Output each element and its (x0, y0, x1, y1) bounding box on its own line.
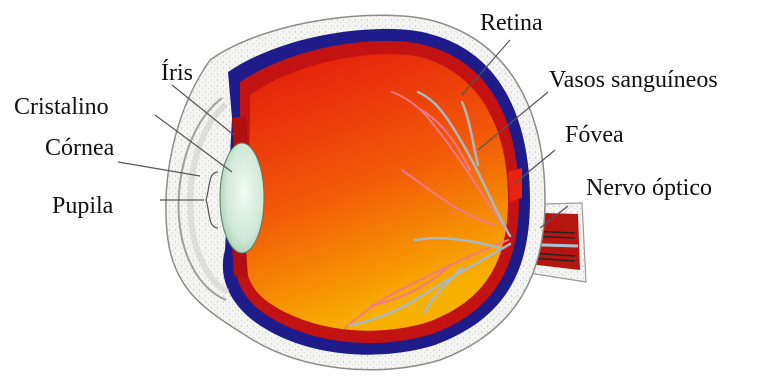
label-blood-vessels: Vasos sanguíneos (549, 67, 718, 93)
lens (220, 143, 264, 253)
label-optic-nerve: Nervo óptico (586, 175, 712, 201)
label-cornea: Córnea (45, 135, 115, 161)
label-iris: Íris (161, 60, 193, 86)
label-pupil: Pupila (52, 193, 114, 219)
label-retina: Retina (480, 10, 543, 36)
vitreous-body (246, 54, 508, 331)
label-fovea: Fóvea (565, 122, 624, 148)
fovea (508, 168, 522, 202)
label-lens: Cristalino (14, 94, 109, 120)
